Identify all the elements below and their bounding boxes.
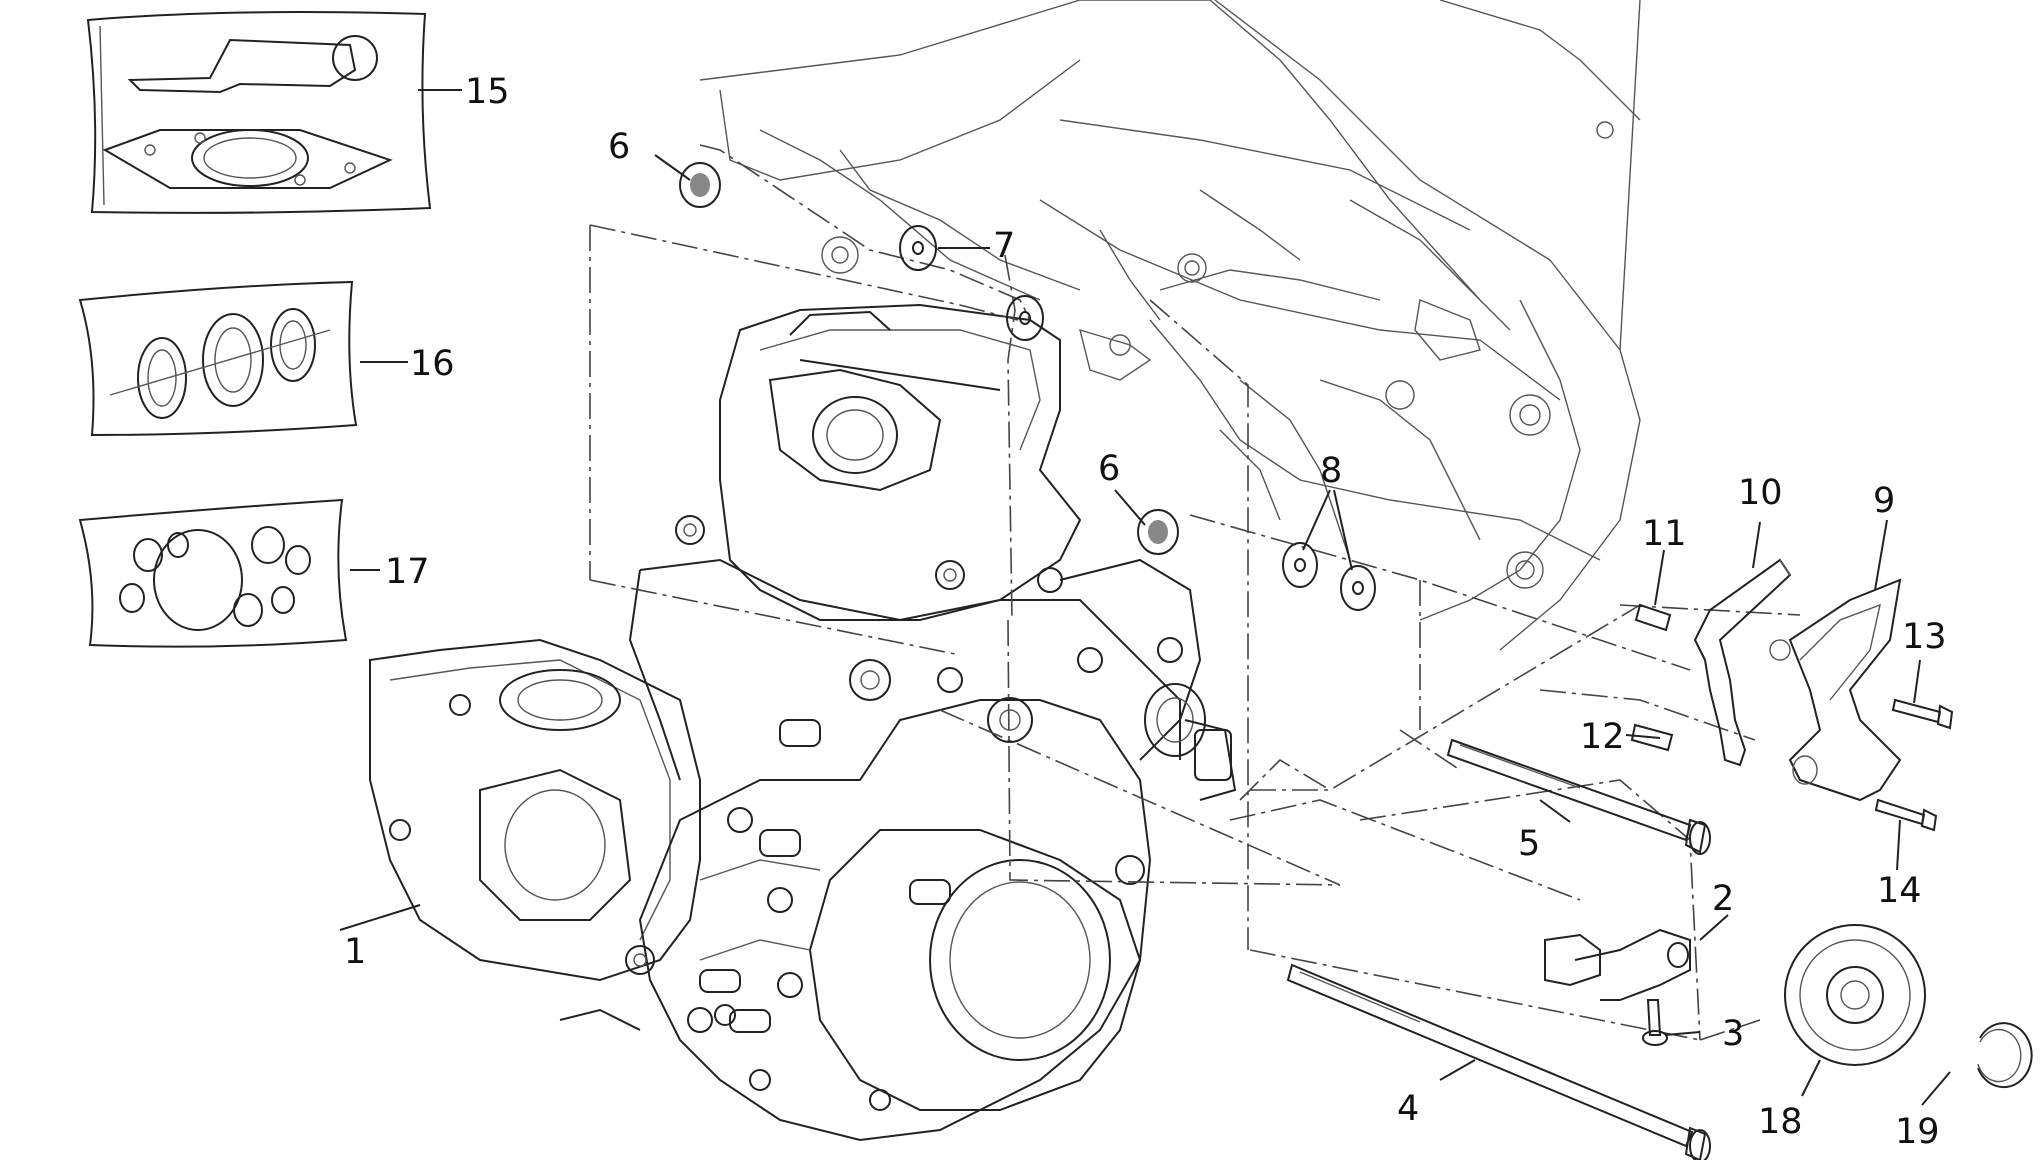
washer-8[interactable] (1282, 542, 1376, 611)
callout-18: 18 (1758, 1102, 1803, 1142)
long-bolt-4[interactable] (1286, 963, 1711, 1160)
callout-11: 11 (1642, 514, 1687, 554)
engine-assembly[interactable] (369, 303, 1237, 1142)
callout-5: 5 (1518, 824, 1540, 864)
bolt-14[interactable] (1874, 798, 1938, 832)
callout-6-lower: 6 (1098, 449, 1120, 489)
bushing-11[interactable] (1634, 603, 1672, 632)
callout-3: 3 (1722, 1014, 1744, 1054)
gasket-kit-bag[interactable] (86, 11, 432, 214)
circlip-19[interactable] (1977, 1022, 2033, 1089)
sprocket-18[interactable] (1784, 924, 1926, 1066)
callout-labels: 15 16 17 1 6 7 6 8 11 10 9 13 12 5 14 2 … (344, 72, 1947, 1152)
assembly-lines (589, 144, 1801, 1041)
callout-10: 10 (1738, 473, 1783, 513)
bolt-13[interactable] (1891, 698, 1954, 730)
callout-7: 7 (993, 226, 1015, 266)
chain-guard-9[interactable] (1769, 578, 1902, 802)
frame-outline (699, 0, 1641, 651)
bracket-10[interactable] (1693, 558, 1792, 767)
callout-6-upper: 6 (608, 127, 630, 167)
grommet-upper[interactable] (679, 162, 721, 208)
shift-lever-2[interactable] (1544, 928, 1691, 1001)
grommet-lower[interactable] (1137, 509, 1179, 555)
long-bolt-5[interactable] (1446, 738, 1711, 855)
callout-8: 8 (1320, 451, 1342, 491)
leader-lines (339, 89, 1951, 1106)
washer-7[interactable] (899, 225, 1044, 341)
callout-1: 1 (344, 932, 366, 972)
callout-12: 12 (1580, 717, 1625, 757)
o-ring-kit-bag[interactable] (78, 498, 348, 648)
callout-4: 4 (1397, 1089, 1419, 1129)
callout-14: 14 (1877, 871, 1922, 911)
callout-19: 19 (1895, 1112, 1940, 1152)
screw-3[interactable] (1642, 999, 1668, 1046)
callout-15: 15 (465, 72, 510, 112)
callout-9: 9 (1873, 481, 1895, 521)
oil-seal-kit-bag[interactable] (78, 280, 358, 437)
callout-16: 16 (410, 344, 455, 384)
callout-13: 13 (1902, 617, 1947, 657)
callout-2: 2 (1712, 879, 1734, 919)
callout-17: 17 (385, 552, 430, 592)
